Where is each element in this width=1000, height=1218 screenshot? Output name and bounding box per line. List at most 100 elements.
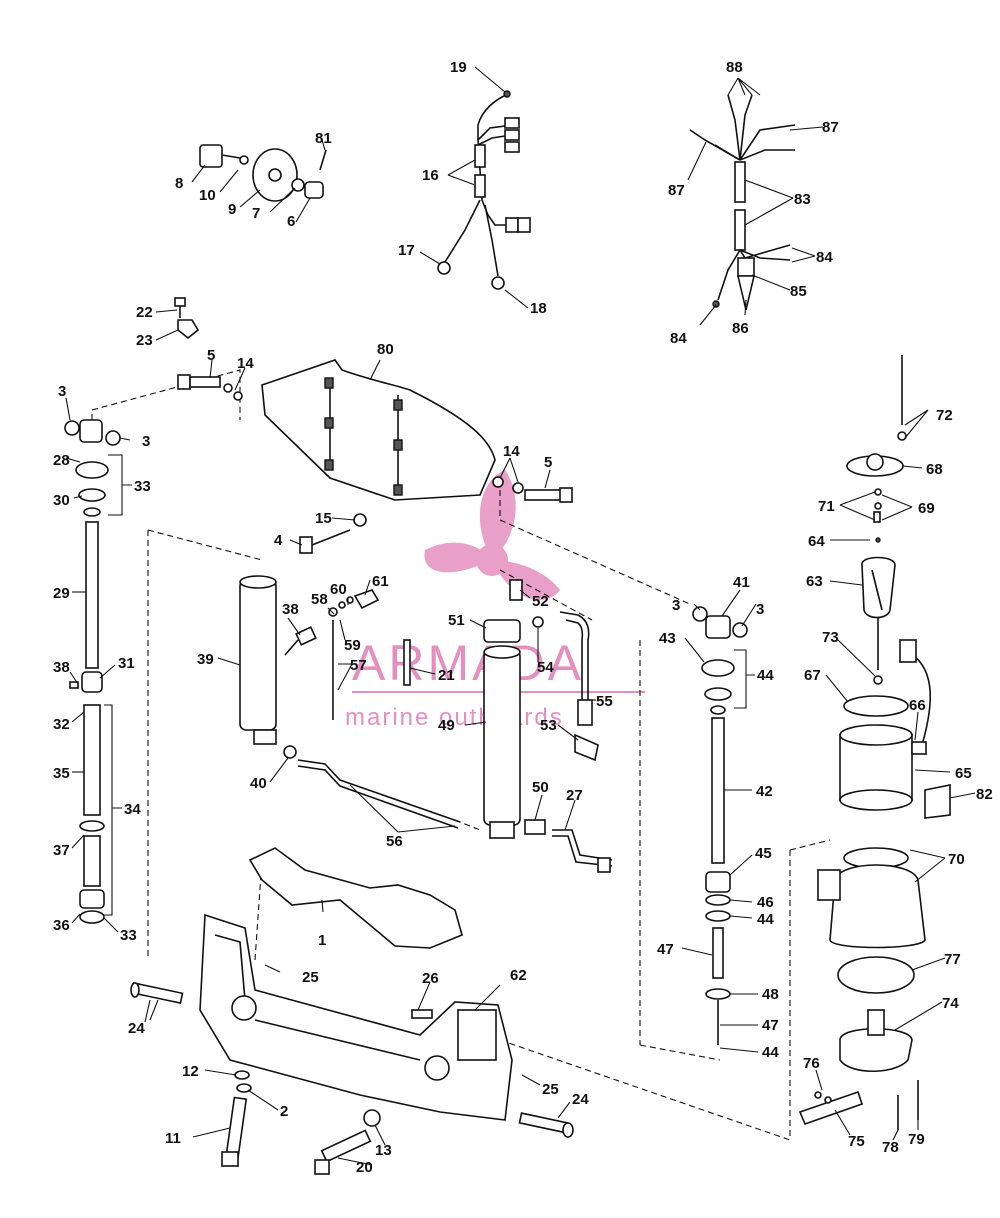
callout-39: 39	[197, 651, 214, 668]
callout-47: 47	[657, 941, 674, 958]
callout-3: 3	[142, 433, 150, 450]
callout-64: 64	[808, 533, 825, 550]
callout-8: 8	[175, 175, 183, 192]
callout-44: 44	[757, 911, 774, 928]
callout-19: 19	[450, 59, 467, 76]
callout-6: 6	[287, 213, 295, 230]
bolts-lower	[130, 981, 574, 1175]
callout-54: 54	[537, 659, 554, 676]
callout-57: 57	[350, 657, 367, 674]
callout-68: 68	[926, 461, 943, 478]
callout-13: 13	[375, 1142, 392, 1159]
callout-44: 44	[757, 667, 774, 684]
callout-71: 71	[818, 498, 835, 515]
callout-31: 31	[118, 655, 135, 672]
watermark-subtitle: marine outboards	[345, 704, 564, 731]
callout-63: 63	[806, 573, 823, 590]
callout-59: 59	[344, 637, 361, 654]
callout-53: 53	[540, 717, 557, 734]
callout-80: 80	[377, 341, 394, 358]
switch-knob-assembly	[199, 144, 327, 202]
callout-56: 56	[386, 833, 403, 850]
callout-67: 67	[804, 667, 821, 684]
callout-34: 34	[124, 801, 141, 818]
callout-48: 48	[762, 986, 779, 1003]
callout-74: 74	[942, 995, 959, 1012]
callout-1: 1	[318, 932, 326, 949]
callout-76: 76	[803, 1055, 820, 1072]
callout-9: 9	[228, 201, 236, 218]
callout-33: 33	[134, 478, 151, 495]
callout-58: 58	[311, 591, 328, 608]
propeller-logo-icon	[424, 470, 560, 600]
callout-25: 25	[302, 969, 319, 986]
callout-5: 5	[544, 454, 552, 471]
callout-79: 79	[908, 1131, 925, 1148]
callout-61: 61	[372, 573, 389, 590]
callout-4: 4	[274, 532, 283, 549]
callout-12: 12	[182, 1063, 199, 1080]
callout-29: 29	[53, 585, 70, 602]
callout-77: 77	[944, 951, 961, 968]
callout-69: 69	[918, 500, 935, 517]
hydraulic-fittings	[524, 611, 613, 873]
callout-5: 5	[207, 347, 215, 364]
callout-33: 33	[120, 927, 137, 944]
callout-7: 7	[252, 205, 260, 222]
callout-42: 42	[756, 783, 773, 800]
callout-50: 50	[532, 779, 549, 796]
callout-26: 26	[422, 970, 439, 987]
callout-16: 16	[422, 167, 439, 184]
callout-3: 3	[756, 601, 764, 618]
callout-86: 86	[732, 320, 749, 337]
left-pivot-column	[64, 419, 121, 924]
callout-32: 32	[53, 716, 70, 733]
callout-81: 81	[315, 130, 332, 147]
callout-88: 88	[726, 59, 743, 76]
wiring-harness-right	[689, 94, 796, 311]
callout-20: 20	[356, 1159, 373, 1176]
callout-21: 21	[438, 667, 455, 684]
callout-84: 84	[816, 249, 833, 266]
watermark: ARMADA marine outboards	[345, 470, 645, 731]
callout-82: 82	[976, 786, 993, 803]
tilt-cylinder-39	[239, 575, 461, 829]
callout-51: 51	[448, 612, 465, 629]
callout-14: 14	[503, 443, 520, 460]
callout-24: 24	[128, 1020, 145, 1037]
callout-83: 83	[794, 191, 811, 208]
callout-28: 28	[53, 452, 70, 469]
callout-60: 60	[330, 581, 347, 598]
callout-11: 11	[165, 1130, 181, 1147]
callout-47: 47	[762, 1017, 779, 1034]
callout-37: 37	[53, 842, 70, 859]
tilt-cylinder-49	[483, 579, 544, 839]
callout-27: 27	[566, 787, 583, 804]
callout-labels: 1 2 3 3 3 3 4 5 5 6 7 8 9 10 11 12 13 14…	[53, 59, 993, 1176]
watermark-title: ARMADA	[352, 635, 584, 691]
callout-43: 43	[659, 630, 676, 647]
callout-45: 45	[755, 845, 772, 862]
callout-23: 23	[136, 332, 153, 349]
callout-35: 35	[53, 765, 70, 782]
callout-85: 85	[790, 283, 807, 300]
callout-10: 10	[199, 187, 216, 204]
callout-38: 38	[53, 659, 70, 676]
callout-17: 17	[398, 242, 415, 259]
callout-70: 70	[948, 851, 965, 868]
pump-motor	[798, 355, 951, 1130]
callout-78: 78	[882, 1139, 899, 1156]
callout-15: 15	[315, 510, 332, 527]
callout-44: 44	[762, 1044, 779, 1061]
callout-55: 55	[596, 693, 613, 710]
callout-75: 75	[848, 1133, 865, 1150]
callout-62: 62	[510, 967, 527, 984]
callout-3: 3	[58, 383, 66, 400]
stern-bracket	[199, 847, 513, 1121]
callout-72: 72	[936, 407, 953, 424]
mount-bracket-80	[261, 359, 496, 501]
callout-25: 25	[542, 1081, 559, 1098]
callout-22: 22	[136, 304, 153, 321]
callout-84: 84	[670, 330, 687, 347]
